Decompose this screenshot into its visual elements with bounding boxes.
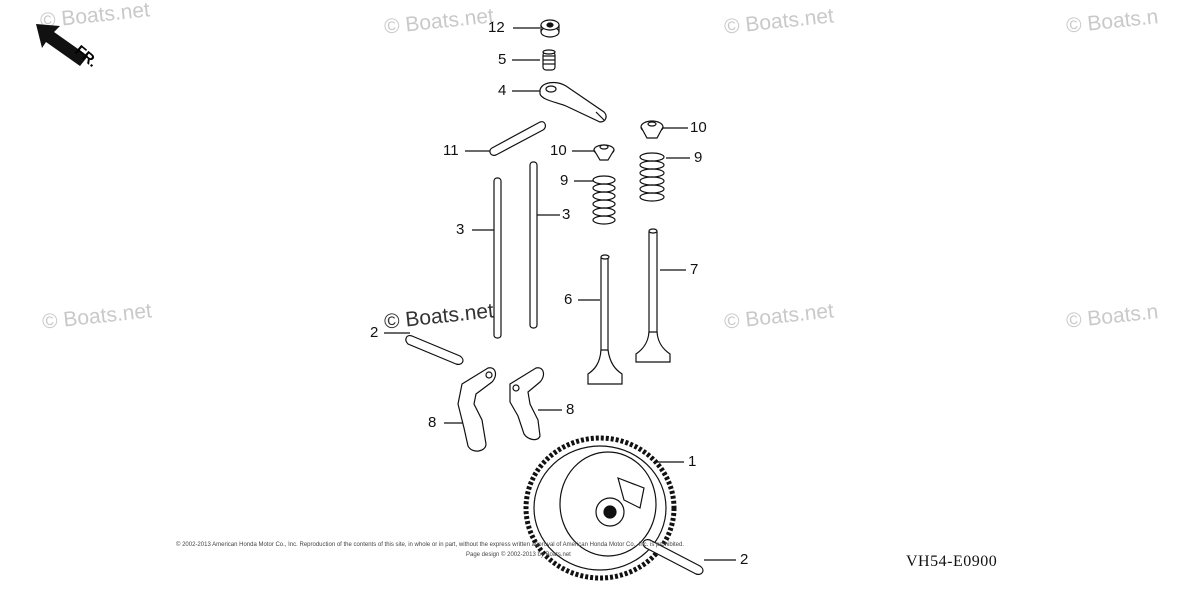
diagram-code: VH54-E0900 [906, 553, 998, 570]
valve-lifter-part [509, 367, 545, 441]
valve-spring-part [639, 152, 665, 202]
valve-spring-part [592, 175, 616, 225]
camshaft-gear-part [523, 435, 677, 581]
copyright-text: Page design © 2002-2013 by Boats.net [466, 552, 571, 558]
spring-retainer-part [593, 144, 615, 161]
nut-part [540, 19, 560, 38]
leader-lines [384, 27, 736, 561]
callout-3: 3 [456, 221, 465, 238]
callout-8: 8 [428, 414, 437, 431]
rocker-arm-part [539, 81, 607, 123]
callout-8: 8 [566, 401, 575, 418]
rocker-shaft-part [489, 121, 546, 156]
front-direction-arrow-icon [36, 24, 88, 66]
rocker-pivot-part [542, 49, 556, 71]
copyright-text: © 2002-2013 American Honda Motor Co., In… [176, 542, 685, 548]
callout-5: 5 [498, 51, 507, 68]
pin-part [642, 539, 704, 575]
intake-valve-part [587, 254, 623, 385]
callout-9: 9 [694, 149, 703, 166]
callout-2: 2 [370, 324, 379, 341]
callout-4: 4 [498, 82, 507, 99]
callout-12: 12 [488, 19, 505, 36]
exhaust-valve-part [635, 228, 671, 363]
callout-3: 3 [562, 206, 571, 223]
callout-10: 10 [690, 119, 707, 136]
callout-10: 10 [550, 142, 567, 159]
callout-6: 6 [564, 291, 573, 308]
push-rod-part [493, 161, 538, 339]
spring-retainer-part [640, 120, 664, 139]
callout-7: 7 [690, 261, 699, 278]
callout-2: 2 [740, 551, 749, 568]
callout-1: 1 [688, 453, 697, 470]
callout-9: 9 [560, 172, 569, 189]
pin-part [405, 335, 464, 365]
valve-lifter-part [457, 367, 497, 452]
callout-11: 11 [443, 142, 459, 159]
